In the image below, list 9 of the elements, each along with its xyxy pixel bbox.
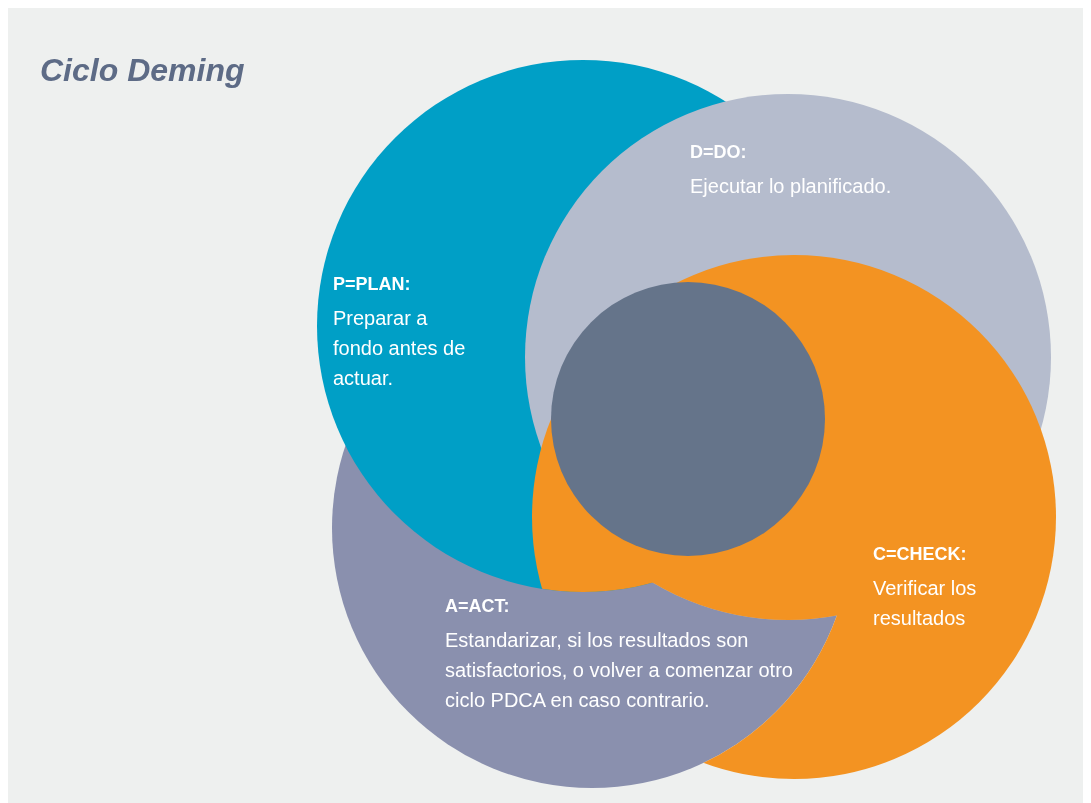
stage-description: Ejecutar lo planificado. [690, 174, 893, 199]
stage-heading: P=PLAN: [333, 274, 411, 295]
stage-description: Preparar a fondo antes de actuar. [333, 306, 467, 391]
stage-description: Verificar los resultados [873, 576, 978, 631]
stage-heading: D=DO: [690, 142, 747, 163]
stage-heading: A=ACT: [445, 596, 510, 617]
stage-heading: C=CHECK: [873, 544, 967, 565]
title: Ciclo Deming [40, 52, 245, 89]
stage-description: Estandarizar, si los resultados son satisfactorios, o volver a comenzar otro ciclo PDCA en caso contrario. [445, 628, 794, 713]
